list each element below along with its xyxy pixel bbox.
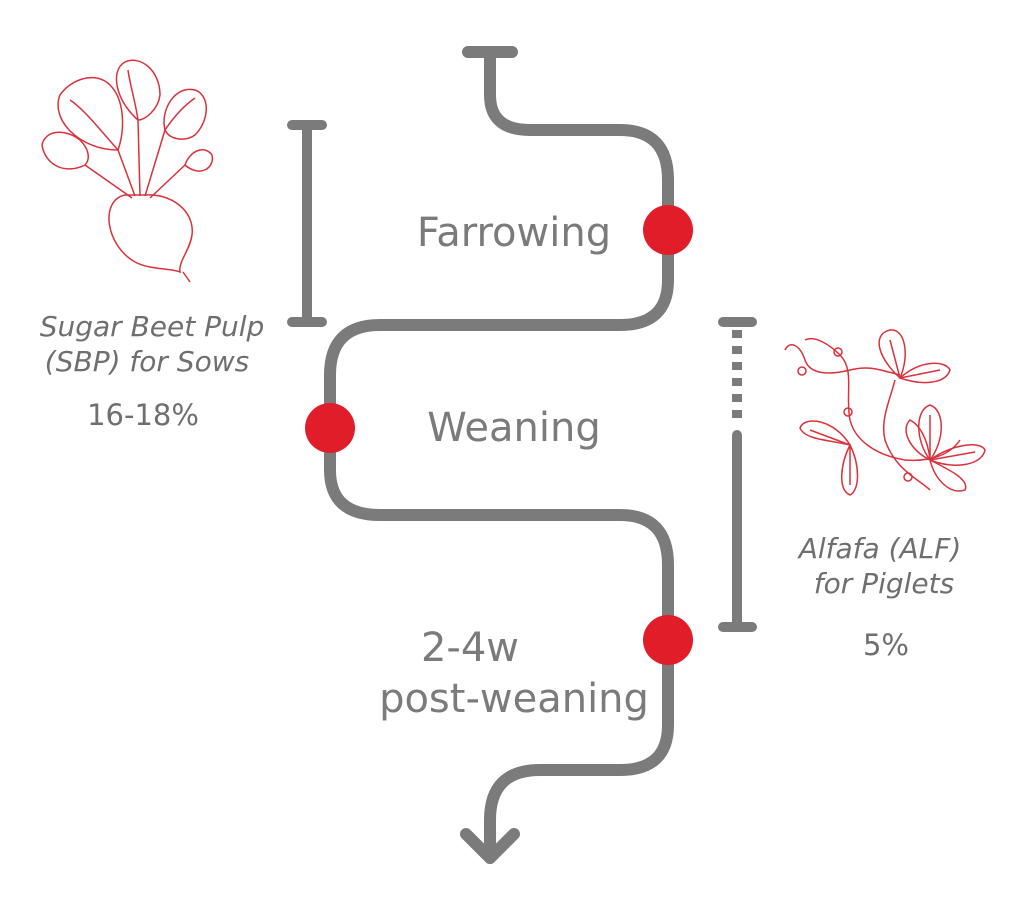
stage-label-post-weaning-2: post-weaning [379,676,649,722]
milestone-farrowing [643,205,693,255]
arrow-down-icon [460,828,520,864]
stage-label-weaning: Weaning [427,405,601,451]
piglets-feed-percent: 5% [863,628,909,662]
piglet-feeding-range-bar [718,317,757,632]
stage-label-post-weaning-1: 2-4w [421,625,519,671]
sows-feed-percent: 16-18% [87,398,199,432]
sugar-beet-icon [41,59,214,283]
sow-feeding-range-bar [287,120,327,327]
stage-label-farrowing: Farrowing [417,210,611,256]
sows-feed-label-line2: (SBP) for Sows [45,345,249,378]
alfalfa-icon [784,329,986,496]
milestone-post-weaning [643,615,693,665]
timeline-curve [324,46,674,864]
piglets-feed-label-line2: for Piglets [814,567,954,600]
sows-feed-label-line1: Sugar Beet Pulp [40,310,265,343]
piglets-feed-label-line1: Alfafa (ALF) [797,532,962,565]
milestone-weaning [305,403,355,453]
timeline-path [324,46,674,864]
